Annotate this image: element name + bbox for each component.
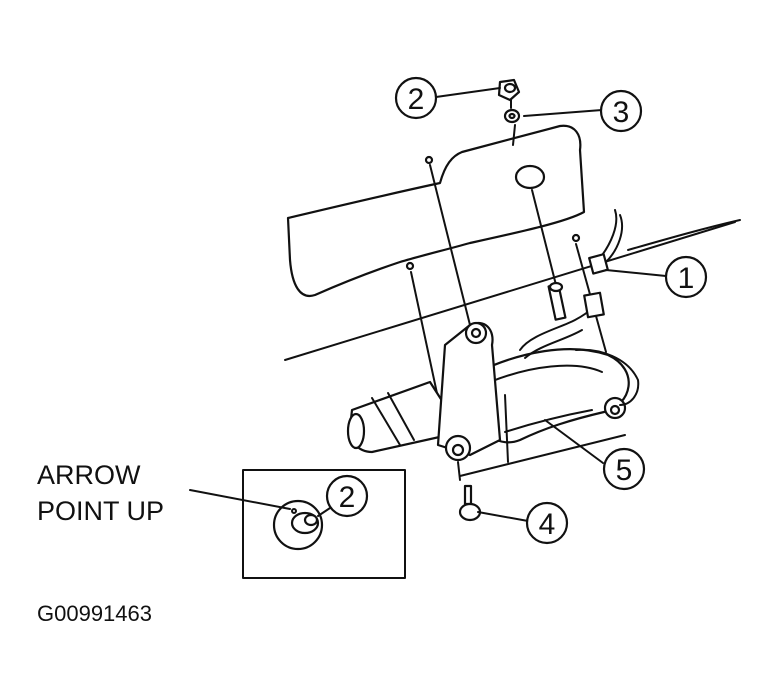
callout-leaders bbox=[435, 87, 667, 522]
callout-label: 1 bbox=[678, 262, 695, 295]
callout-label: 5 bbox=[616, 454, 633, 487]
callout-5: 5 bbox=[602, 447, 646, 491]
callout-1: 1 bbox=[664, 255, 708, 299]
body-panel-lines bbox=[284, 219, 741, 361]
arrow-note: ARROW POINT UP bbox=[37, 460, 164, 526]
note-line-2: POINT UP bbox=[37, 496, 164, 526]
callout-label: 2 bbox=[339, 481, 356, 514]
wiper-motor bbox=[346, 209, 640, 481]
callout-4: 4 bbox=[525, 501, 569, 545]
callout-label: 3 bbox=[613, 96, 630, 129]
callout-2: 2 bbox=[394, 76, 438, 120]
callout-3: 3 bbox=[599, 89, 643, 133]
note-line-1: ARROW bbox=[37, 460, 141, 490]
fasteners bbox=[458, 78, 521, 522]
inset-detail: 2 bbox=[189, 469, 406, 579]
callout-label: 2 bbox=[408, 83, 425, 116]
figure-code: G00991463 bbox=[37, 601, 152, 626]
mounting-plate bbox=[286, 124, 586, 298]
callout-label: 4 bbox=[539, 508, 556, 541]
